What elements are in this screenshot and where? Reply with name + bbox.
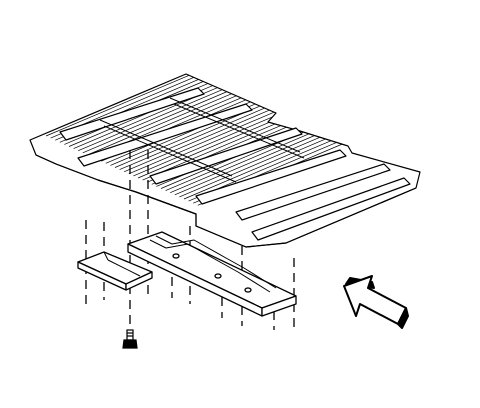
cross-members: [59, 87, 411, 241]
crossmember-bracket: [127, 231, 297, 317]
front-lip: [35, 154, 417, 248]
floor-rib: [45, 74, 203, 137]
direction-arrow-face: [343, 275, 407, 325]
floor-rib: [179, 130, 336, 198]
longitudinal-rails: [99, 97, 305, 183]
bracket-left: [77, 251, 153, 291]
bolt: [122, 329, 138, 349]
direction-arrow-depth: [397, 307, 409, 329]
floor-panel: [29, 73, 421, 248]
floor-rib: [78, 84, 235, 152]
floor-rib: [82, 86, 240, 154]
floor-rib: [174, 128, 332, 196]
direction-arrow: [343, 275, 409, 329]
floor-rib: [87, 88, 244, 156]
floor-rib: [170, 126, 327, 194]
floor-rib: [183, 132, 341, 200]
